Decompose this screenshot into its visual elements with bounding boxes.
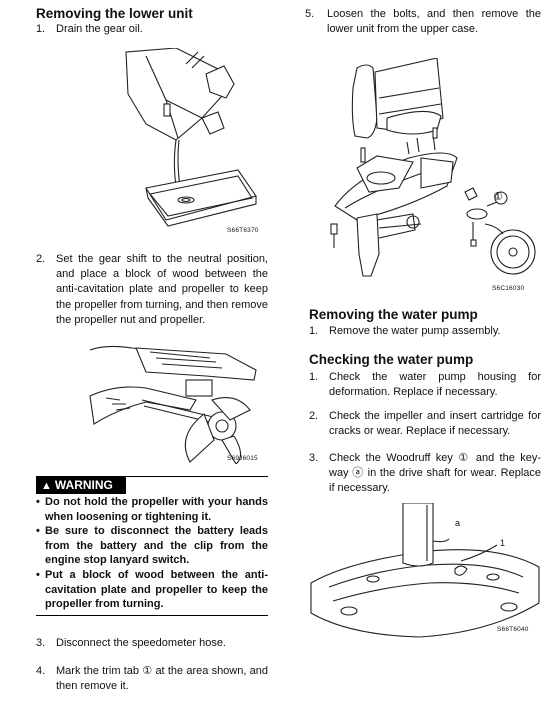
figure-code-2: S69J6015 — [227, 455, 258, 462]
warning-item: •Put a block of wood between the anti-ca… — [36, 568, 268, 611]
heading-checking-water-pump: Checking the water pump — [309, 352, 474, 367]
step-check-housing: 1. Check the water pump housing for defo… — [309, 371, 541, 399]
step-2-neutral-and-remove-propeller: 2. Set the gear shift to the neutral pos… — [36, 253, 268, 326]
callout-1b: 1 — [500, 538, 506, 548]
warning-label: WARNING — [54, 478, 113, 492]
figure-code-1: S66T6370 — [227, 227, 259, 234]
warning-item: •Do not hold the propeller with your han… — [36, 496, 268, 523]
heading-removing-lower-unit: Removing the lower unit — [36, 6, 193, 21]
step-5-loosen-bolts: 5. Loosen the bolts, and then remove the… — [305, 8, 541, 36]
warning-top-rule — [36, 476, 268, 477]
step-check-impeller: 2. Check the impeller and insert cartrid… — [309, 410, 541, 438]
step-remove-water-pump: 1. Remove the water pump assembly. — [309, 325, 501, 337]
figure-lower-unit-removal — [317, 58, 537, 286]
step-1-drain-gear-oil: 1. Drain the gear oil. — [36, 23, 143, 35]
callout-1: ① — [493, 191, 504, 203]
warning-bottom-rule — [36, 615, 268, 616]
callout-a: a — [455, 518, 461, 528]
figure-removing-propeller — [86, 340, 271, 464]
figure-drive-shaft-key — [309, 503, 541, 643]
figure-code-3: S6C16030 — [492, 285, 525, 292]
figure-draining-gear-oil — [106, 48, 276, 236]
warning-item: •Be sure to disconnect the battery leads… — [36, 525, 268, 567]
step-3-disconnect-speedometer-hose: 3. Disconnect the speedometer hose. — [36, 637, 226, 649]
step-4-mark-trim-tab: 4. Mark the trim tab ① at the area shown… — [36, 665, 268, 693]
heading-removing-water-pump: Removing the water pump — [309, 307, 478, 322]
warning-badge: ▲WARNING — [36, 477, 126, 494]
step-check-woodruff-key: 3. Check the Woodruff key ① and the key-… — [309, 452, 541, 495]
figure-code-4: S66T6040 — [497, 626, 529, 633]
warning-triangle-icon: ▲ — [41, 480, 52, 492]
warning-list: •Do not hold the propeller with your han… — [36, 495, 268, 612]
